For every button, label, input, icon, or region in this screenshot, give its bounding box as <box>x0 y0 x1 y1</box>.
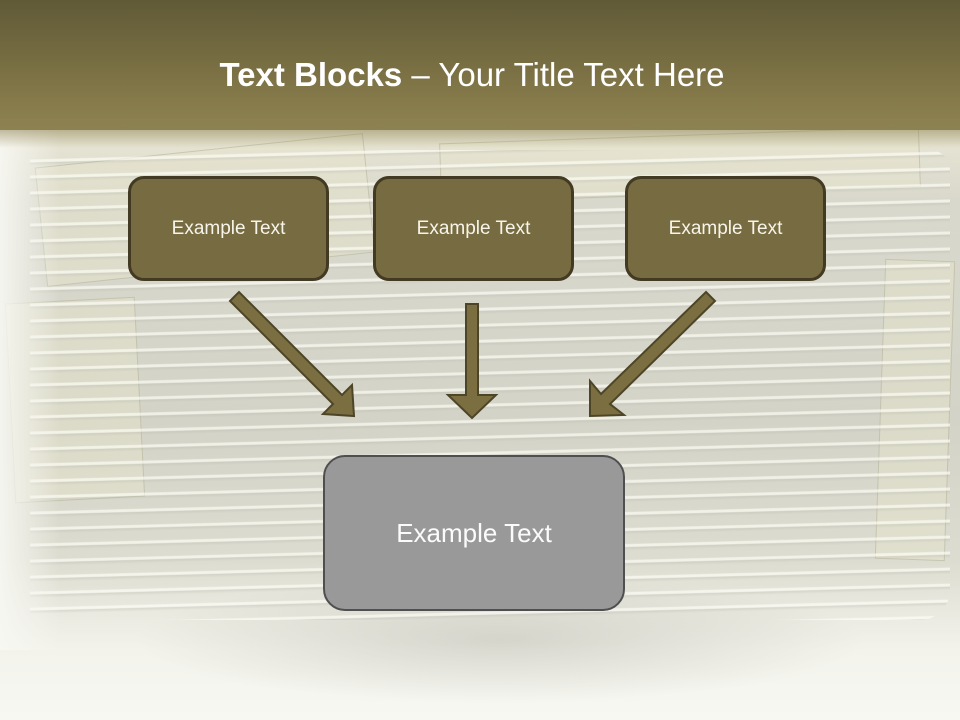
text-block-2-label: Example Text <box>416 217 531 239</box>
result-text-block-label: Example Text <box>396 517 552 548</box>
arrow-down-left-icon <box>589 290 717 418</box>
arrow-down-right-icon <box>228 290 356 418</box>
text-block-3[interactable]: Example Text <box>625 176 826 281</box>
text-block-1-label: Example Text <box>171 217 286 239</box>
title-regular: Your Title Text Here <box>438 56 725 93</box>
title-bold: Text Blocks <box>219 56 403 93</box>
background-fade <box>0 130 60 650</box>
text-block-2[interactable]: Example Text <box>373 176 574 281</box>
title-banner-fade <box>0 118 960 148</box>
title-separator: – <box>402 56 439 93</box>
result-text-block[interactable]: Example Text <box>323 455 625 611</box>
text-block-1[interactable]: Example Text <box>128 176 329 281</box>
text-block-3-label: Example Text <box>668 217 783 239</box>
page-title: Text Blocks – Your Title Text Here <box>0 52 944 98</box>
arrow-down-icon[interactable] <box>445 303 499 420</box>
title-banner <box>0 0 960 130</box>
